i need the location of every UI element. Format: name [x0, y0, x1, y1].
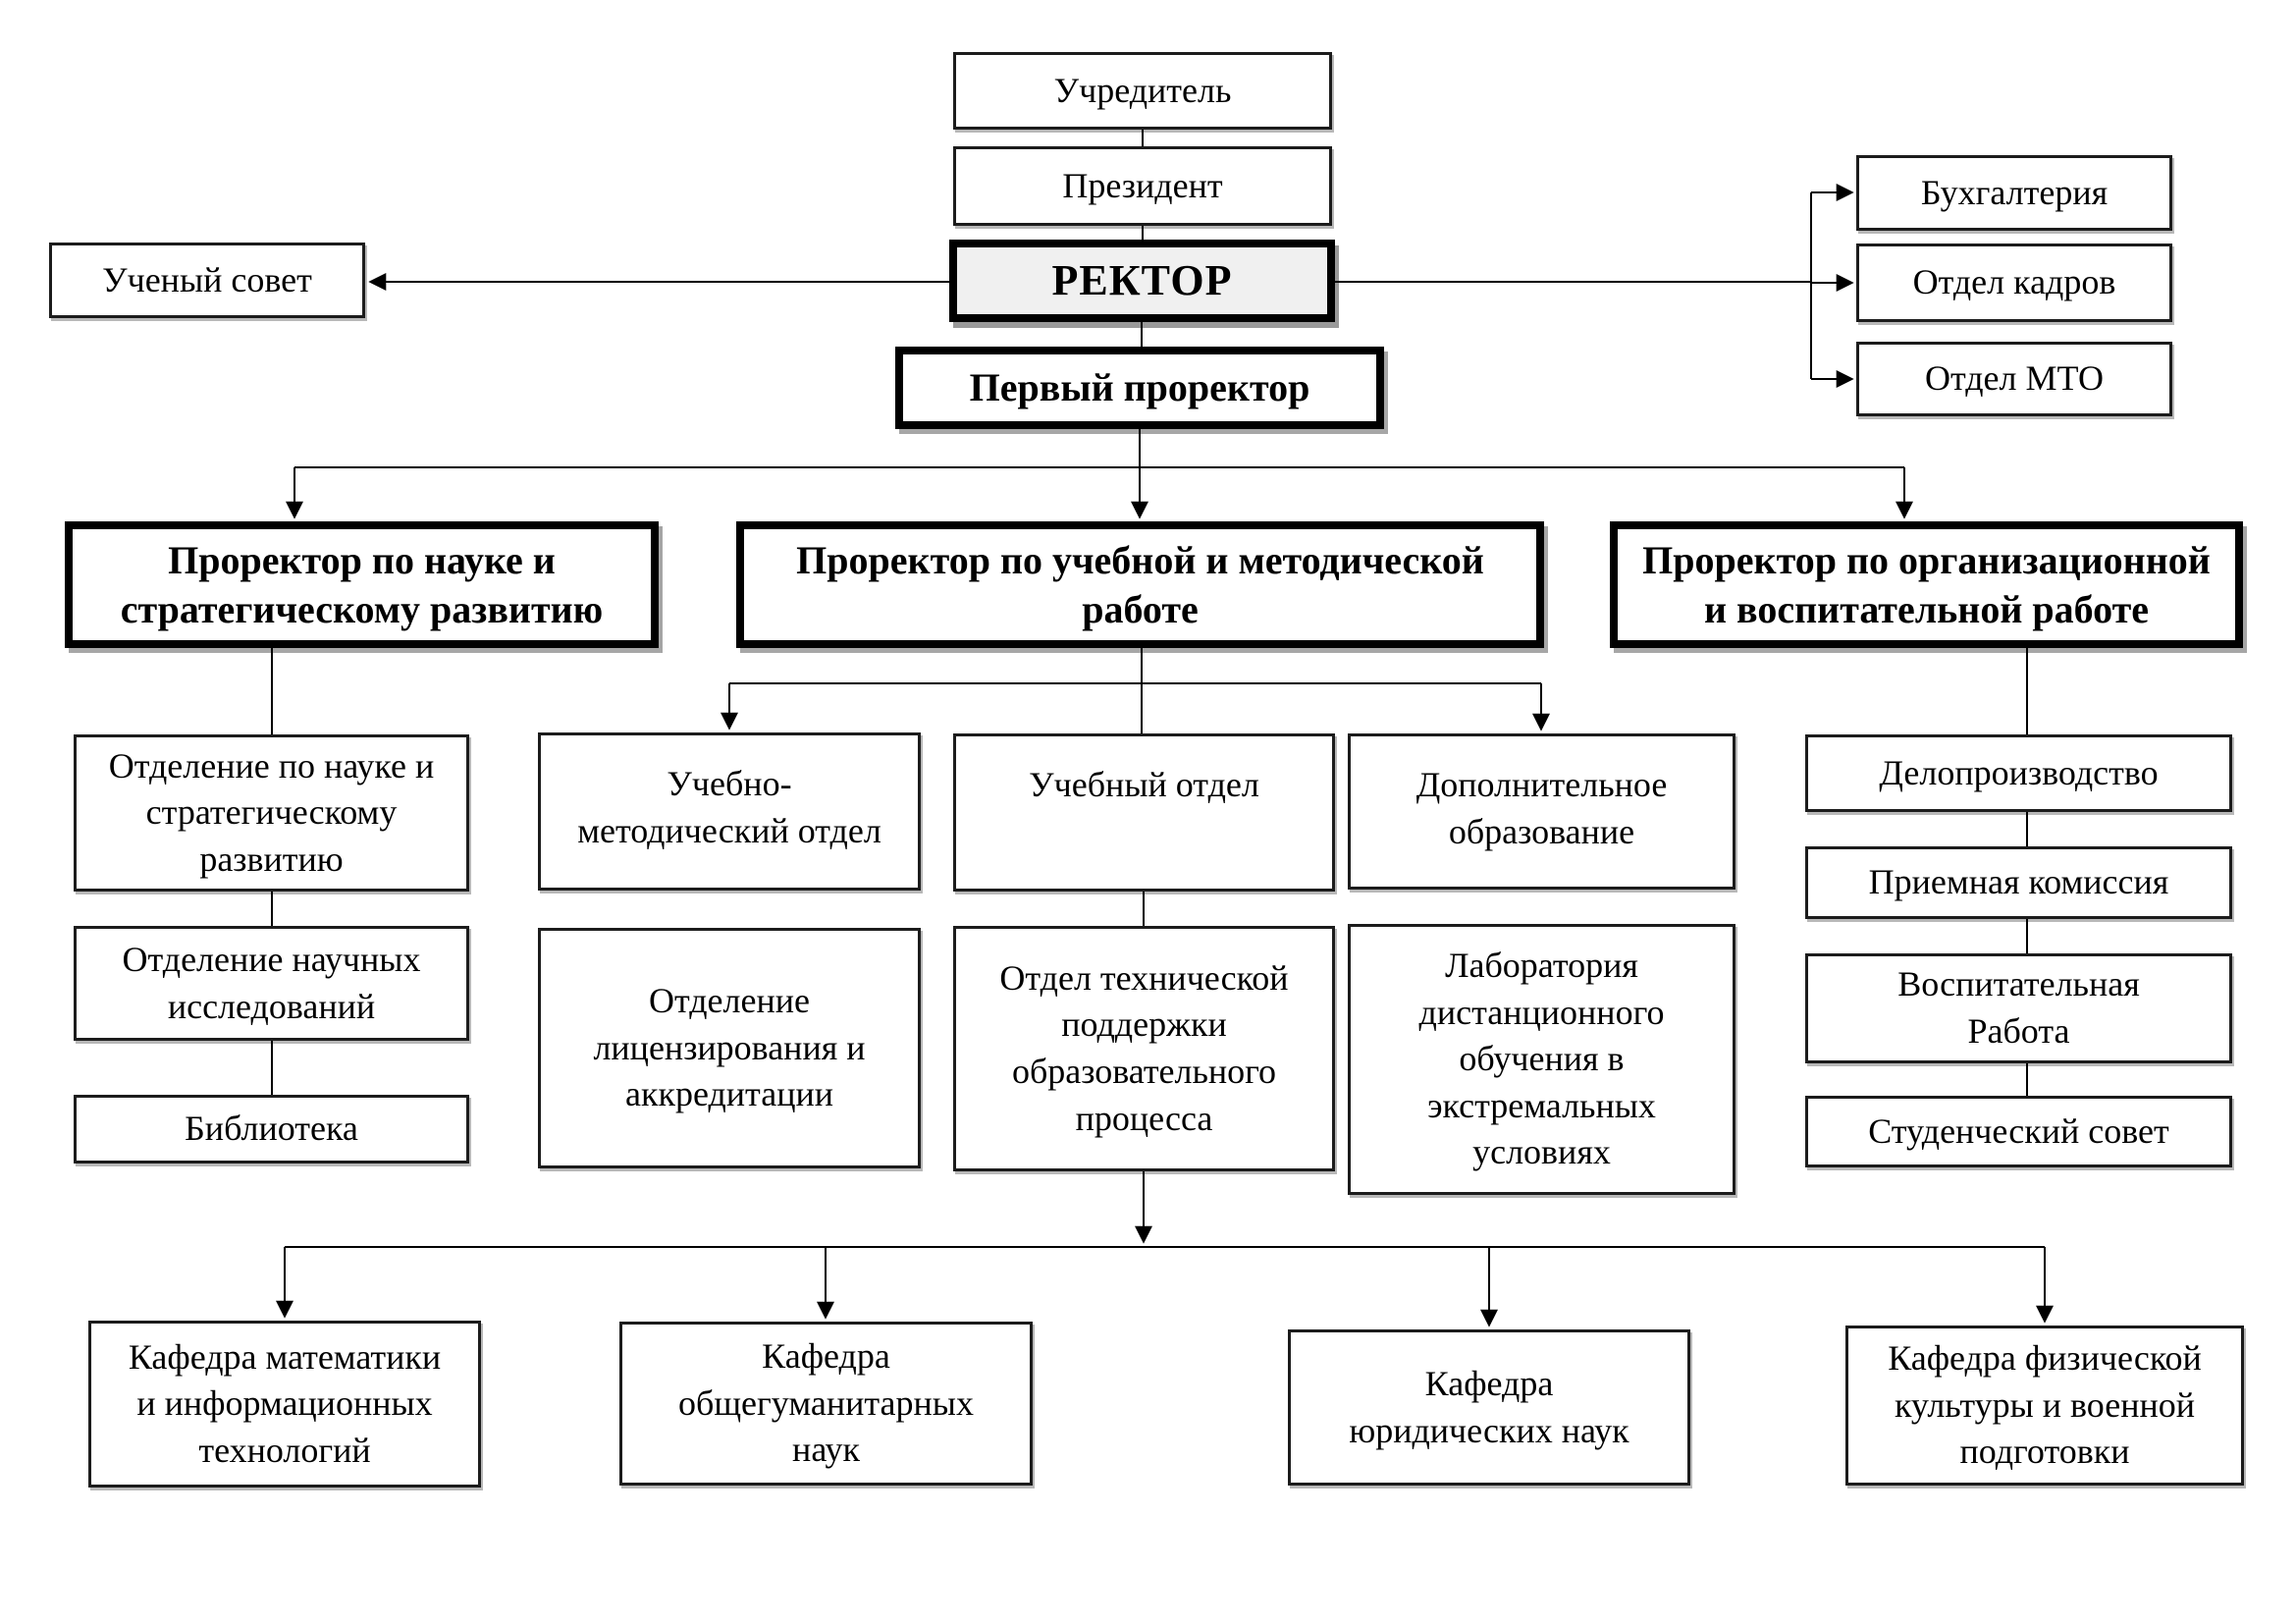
node-rector: РЕКТОР: [949, 240, 1335, 322]
node-first-vice-rector: Первый проректор: [895, 347, 1384, 429]
node-vice-rector-science: Проректор по науке и стратегическому раз…: [65, 521, 659, 648]
node-additional-education: Дополнительное образование: [1348, 733, 1735, 890]
node-student-council: Студенческий совет: [1805, 1096, 2232, 1167]
node-methodical-department: Учебно- методический отдел: [538, 732, 921, 891]
node-founder: Учредитель: [953, 52, 1332, 130]
node-mto-department: Отдел МТО: [1856, 342, 2172, 416]
node-admissions-committee: Приемная комиссия: [1805, 846, 2232, 919]
node-licensing-accreditation: Отделение лицензирования и аккредитации: [538, 928, 921, 1168]
node-academic-council: Ученый совет: [49, 243, 365, 318]
node-president: Президент: [953, 146, 1332, 226]
node-hr-department: Отдел кадров: [1856, 244, 2172, 322]
node-tech-support-department: Отдел технической поддержки образователь…: [953, 926, 1335, 1171]
node-chair-mathematics-it: Кафедра математики и информационных техн…: [88, 1321, 481, 1488]
node-vice-rector-organizational: Проректор по организационной и воспитате…: [1610, 521, 2243, 648]
node-education-department: Учебный отдел: [953, 733, 1335, 892]
node-science-strategic-division: Отделение по науке и стратегическому раз…: [74, 734, 469, 892]
node-distance-learning-lab: Лаборатория дистанционного обучения в эк…: [1348, 924, 1735, 1195]
node-research-division: Отделение научных исследований: [74, 926, 469, 1041]
node-accounting: Бухгалтерия: [1856, 155, 2172, 231]
node-chair-law: Кафедра юридических наук: [1288, 1329, 1690, 1486]
node-vice-rector-education: Проректор по учебной и методической рабо…: [736, 521, 1544, 648]
node-library: Библиотека: [74, 1095, 469, 1164]
node-educational-work: Воспитательная Работа: [1805, 953, 2232, 1063]
node-chair-physical-military: Кафедра физической культуры и военной по…: [1845, 1326, 2244, 1486]
node-office-management: Делопроизводство: [1805, 734, 2232, 812]
node-chair-humanities: Кафедра общегуманитарных наук: [619, 1322, 1033, 1486]
